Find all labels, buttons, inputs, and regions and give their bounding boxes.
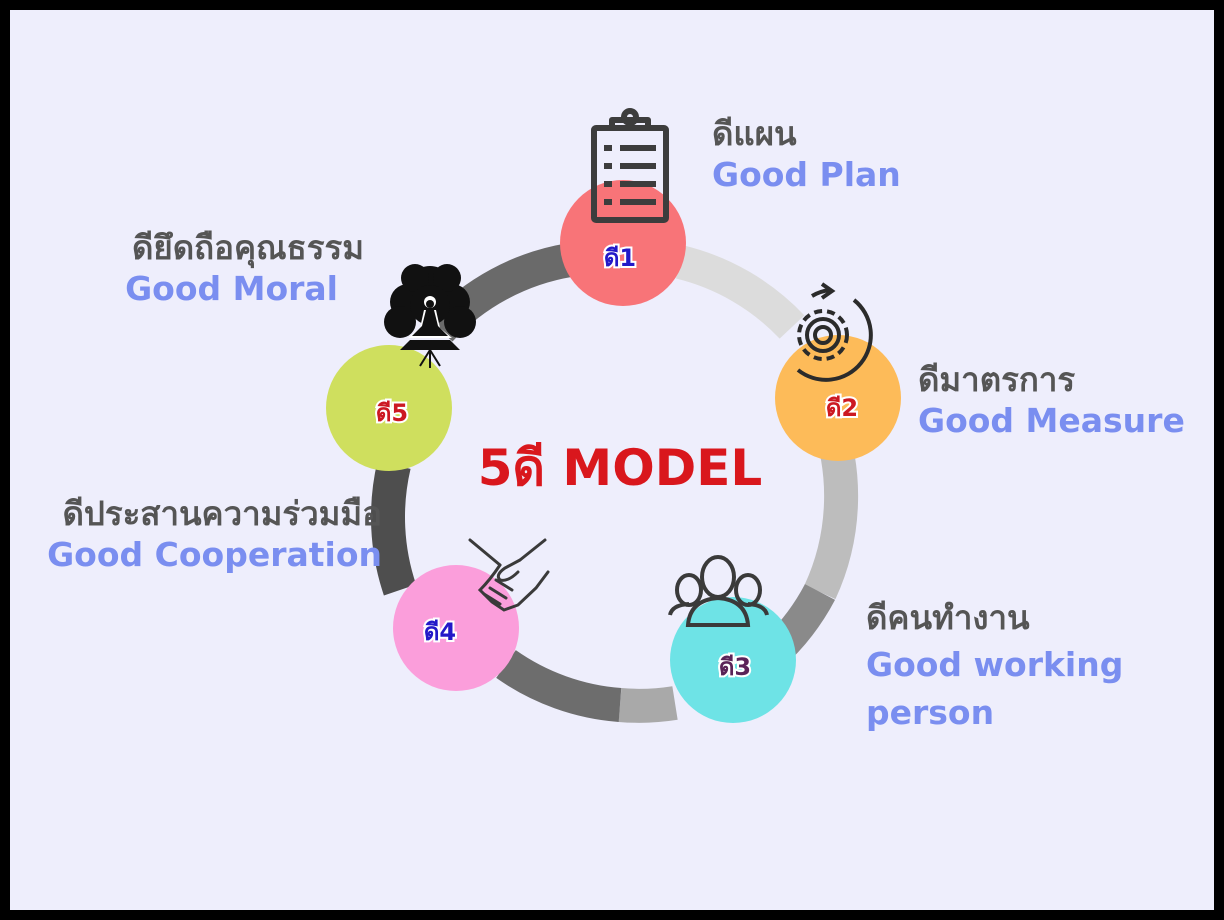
people-group-icon: [668, 555, 769, 627]
node-label-group-2: ดีมาตรการ Good Measure: [918, 360, 1185, 442]
node-badge-4: ดี4: [424, 618, 456, 646]
node-thai-label-3: ดีคนทำงาน: [866, 598, 1030, 637]
node-english-label-3a: Good working: [866, 645, 1124, 684]
node-english-label-2: Good Measure: [918, 401, 1185, 440]
clipboard-icon: [591, 108, 669, 223]
node-english-label-3b: person: [866, 693, 995, 732]
ring-segment-4: [496, 649, 622, 722]
node-circle-5: [326, 345, 452, 471]
node-label-group-3: ดีคนทำงาน Good working person: [866, 598, 1123, 734]
node-thai-label-4: ดีประสานความร่วมมือ: [62, 494, 382, 533]
node-label-group-1: ดีแผน Good Plan: [712, 114, 901, 196]
node-label-group-4: ดีประสานความร่วมมือ Good Cooperation: [47, 494, 382, 576]
ring-segment-3b: [618, 686, 678, 723]
node-label-group-5: ดียึดถือคุณธรรม Good Moral: [125, 228, 364, 310]
handshake-icon: [468, 538, 550, 612]
node-badge-1: ดี1: [604, 244, 636, 272]
gear-refresh-icon: [796, 282, 873, 382]
node-badge-2: ดี2: [826, 394, 858, 422]
node-english-label-5: Good Moral: [125, 269, 338, 308]
node-thai-label-2: ดีมาตรการ: [918, 360, 1076, 399]
meditation-tree-icon: [384, 264, 476, 368]
ring-segment-5: [371, 461, 417, 596]
node-badge-3: ดี3: [719, 653, 751, 681]
node-english-label-1: Good Plan: [712, 155, 901, 194]
node-thai-label-1: ดีแผน: [712, 114, 797, 153]
node-circle-3: [670, 597, 796, 723]
node-english-label-4: Good Cooperation: [47, 535, 382, 574]
node-badge-5: ดี5: [376, 399, 408, 427]
node-circle-2: [775, 335, 901, 461]
ring-segment-1: [675, 245, 805, 339]
diagram-title: 5ดี MODEL: [478, 439, 762, 497]
node-thai-label-5: ดียึดถือคุณธรรม: [131, 228, 364, 267]
